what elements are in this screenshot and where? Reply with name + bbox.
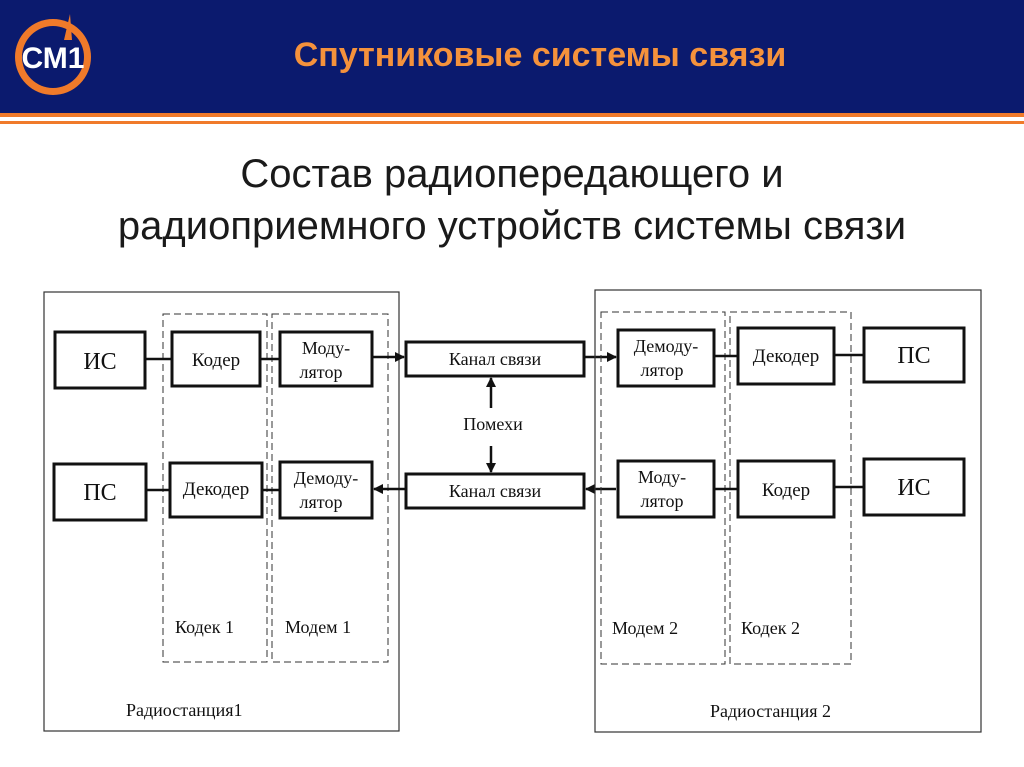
header-bar bbox=[0, 0, 1024, 113]
logo-text: СМ1 bbox=[22, 42, 85, 75]
modem2-label: Модем 2 bbox=[612, 618, 678, 638]
station2-frame bbox=[594, 289, 982, 733]
modem1-label: Модем 1 bbox=[285, 617, 351, 637]
station2-ps-block bbox=[862, 326, 966, 384]
codec2-label: Кодек 2 bbox=[741, 618, 800, 638]
station2-is-text: ИС bbox=[897, 475, 930, 501]
codec1-group bbox=[162, 313, 268, 663]
station1-decoder-text: Декодер bbox=[183, 479, 249, 500]
station1-ps-block bbox=[52, 462, 148, 522]
station1-frame bbox=[43, 291, 400, 732]
station1-demodulator-text-1: Демоду- bbox=[294, 468, 359, 488]
station2-demodulator-text-2: лятор bbox=[641, 360, 684, 380]
header-stripe-thin bbox=[0, 121, 1024, 124]
channel-top-block bbox=[404, 340, 586, 378]
station1-coder-text: Кодер bbox=[192, 350, 240, 371]
channel-bottom-text: Канал связи bbox=[449, 481, 542, 501]
station2-modulator-block bbox=[616, 459, 716, 519]
station1-coder-block bbox=[170, 330, 262, 388]
slide-title: Состав радиопередающего и радиоприемного… bbox=[0, 148, 1024, 252]
station1-modulator-block bbox=[278, 330, 374, 388]
station1-demodulator-block bbox=[278, 460, 374, 520]
station2-demodulator-block bbox=[616, 328, 716, 388]
station1-label: Радиостанция1 bbox=[126, 700, 242, 720]
station2-demodulator-text-1: Демоду- bbox=[634, 336, 699, 356]
station2-coder-text: Кодер bbox=[762, 480, 810, 501]
company-logo: СМ1 bbox=[15, 14, 91, 95]
channel-top-text: Канал связи bbox=[449, 349, 542, 369]
header-stripe bbox=[0, 113, 1024, 117]
slide-title-line-1: Состав радиопередающего и bbox=[240, 152, 784, 196]
lightning-icon bbox=[64, 14, 72, 40]
station1-modulator-text-2: лятор bbox=[300, 362, 343, 382]
station2-label: Радиостанция 2 bbox=[710, 701, 831, 721]
station1-modulator-text-1: Моду- bbox=[302, 338, 350, 358]
interference-label: Помехи bbox=[463, 414, 523, 434]
station1-is-block bbox=[53, 330, 147, 390]
station2-decoder-text: Декодер bbox=[753, 346, 819, 367]
channel-bottom-block bbox=[404, 472, 586, 510]
station1-decoder-block bbox=[168, 461, 264, 519]
station2-modulator-text-2: лятор bbox=[641, 491, 684, 511]
slide-title-line-2: радиоприемного устройств системы связи bbox=[117, 204, 907, 248]
station1-demodulator-text-2: лятор bbox=[300, 492, 343, 512]
station2-is-block bbox=[862, 457, 966, 517]
station1-ps-text: ПС bbox=[83, 480, 116, 506]
station2-ps-text: ПС bbox=[897, 343, 930, 369]
codec1-label: Кодек 1 bbox=[175, 617, 234, 637]
station2-modulator-text-1: Моду- bbox=[638, 467, 686, 487]
header-title: Спутниковые системы связи bbox=[293, 36, 787, 74]
station1-is-text: ИС bbox=[83, 349, 116, 375]
